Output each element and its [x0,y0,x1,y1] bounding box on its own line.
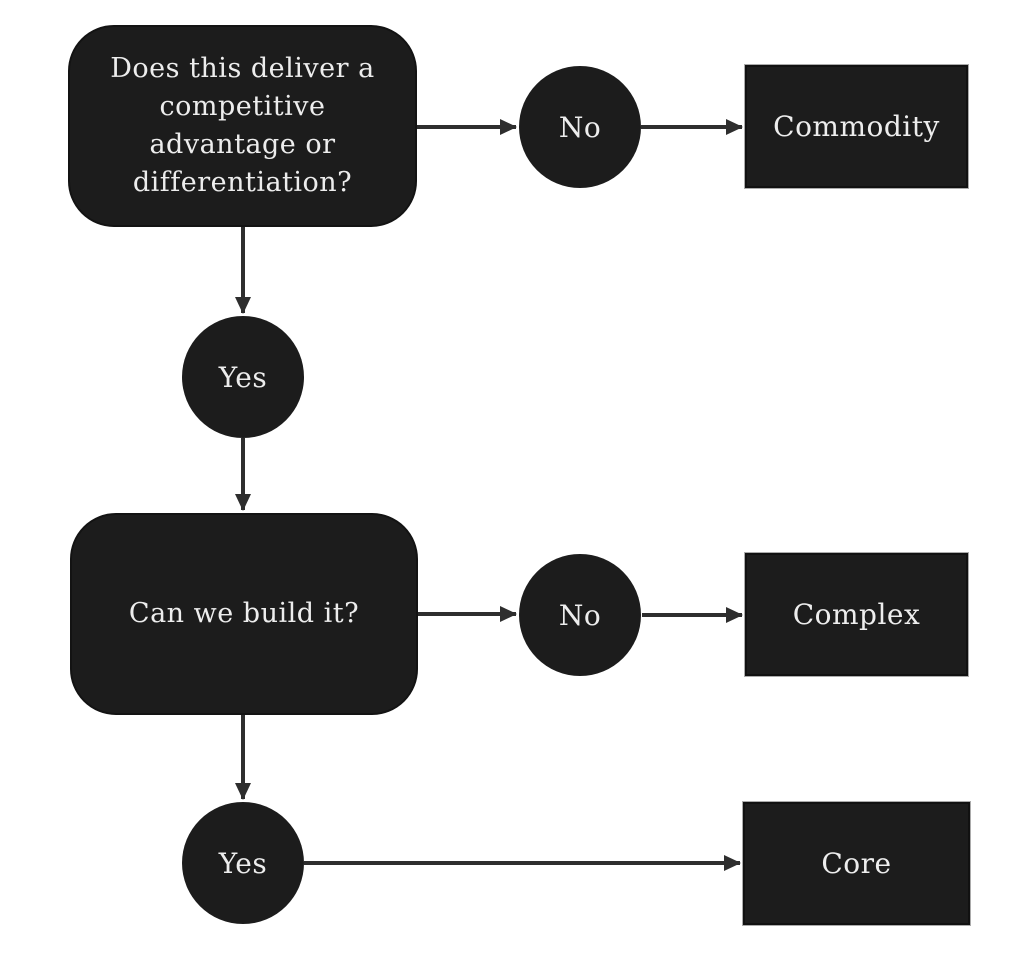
node-outcome-complex-label: Complex [792,598,921,631]
node-outcome-commodity: Commodity [744,64,969,189]
node-outcome-core-label: Core [821,847,892,880]
node-question-can-we-build-it: Can we build it? [70,513,418,715]
node-question-competitive-advantage: Does this deliver a competitive advantag… [68,25,417,227]
node-no-1: No [519,66,641,188]
node-outcome-core: Core [742,801,971,926]
node-yes-1-label: Yes [218,360,268,394]
node-yes-2-label: Yes [218,846,268,880]
node-yes-2: Yes [182,802,304,924]
node-no-2-label: No [558,598,602,632]
node-question-can-we-build-it-label: Can we build it? [128,598,360,630]
node-question-competitive-advantage-label: Does this deliver a competitive advantag… [110,53,375,198]
node-outcome-complex: Complex [744,552,969,677]
node-no-1-label: No [558,110,602,144]
node-no-2: No [519,554,641,676]
node-outcome-commodity-label: Commodity [773,110,940,143]
node-yes-1: Yes [182,316,304,438]
